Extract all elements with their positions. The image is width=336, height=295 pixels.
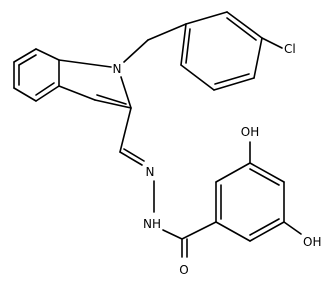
atom-cl: Cl — [284, 42, 296, 56]
atom-oh-right: OH — [303, 235, 321, 249]
atom-oh-top: OH — [241, 125, 259, 139]
atom-o: O — [179, 263, 188, 277]
atom-n-imine: N — [146, 165, 155, 179]
atom-n-indole: N — [113, 62, 122, 76]
atom-nh: NH — [143, 217, 161, 231]
atom-labels: N Cl OH N NH OH O — [113, 42, 322, 277]
bond-lines — [13, 11, 302, 258]
